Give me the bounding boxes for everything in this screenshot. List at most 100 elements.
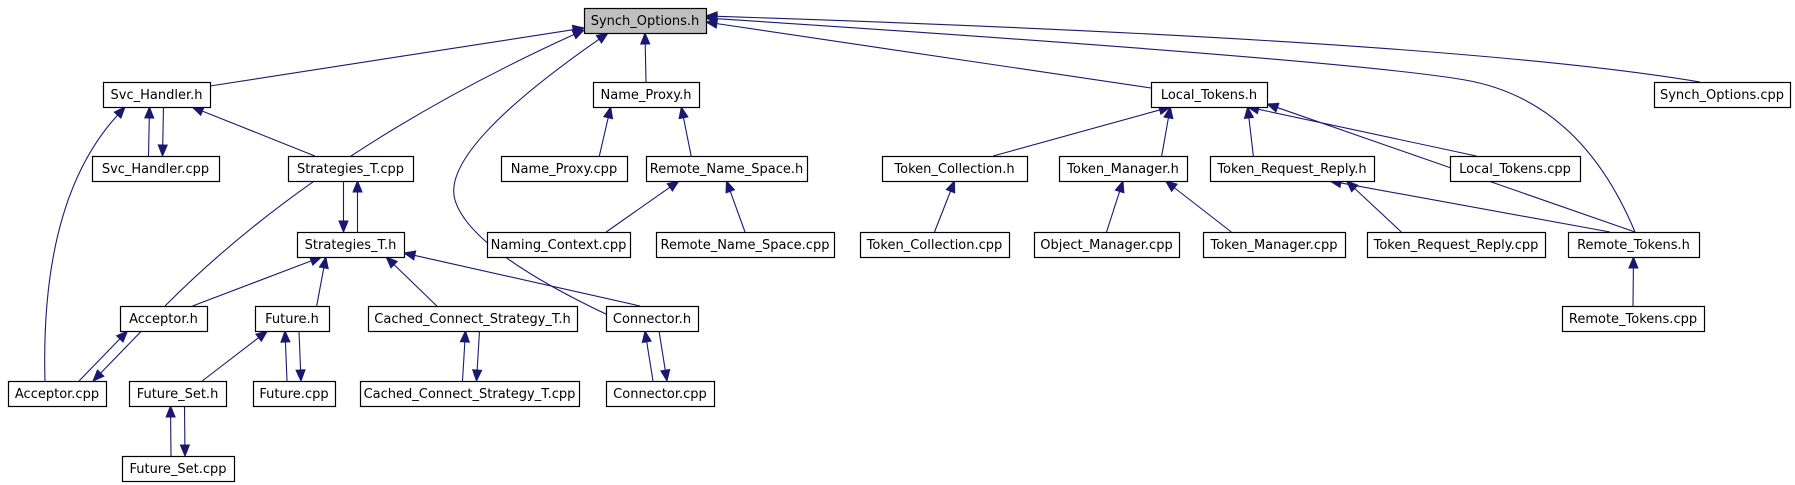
node-label: Svc_Handler.cpp: [102, 162, 209, 177]
node-name-proxy-h[interactable]: Name_Proxy.h: [592, 81, 701, 109]
edge-line: [716, 15, 1701, 83]
edge-line: [644, 43, 647, 83]
node-label: Name_Proxy.cpp: [511, 162, 617, 177]
node-acceptor-cpp[interactable]: Acceptor.cpp: [7, 380, 108, 408]
node-local-tokens-h[interactable]: Local_Tokens.h: [1150, 81, 1269, 109]
edge-line: [453, 38, 611, 317]
edge-line: [1277, 107, 1636, 233]
node-synch-options-h[interactable]: Synch_Options.h: [583, 7, 708, 35]
node-label: Cached_Connect_Strategy_T.cpp: [364, 387, 576, 402]
edge-line: [284, 341, 288, 382]
node-box: [583, 7, 708, 35]
edge-acceptor-h-to-strategies-t-h: [192, 256, 323, 307]
node-label: Remote_Name_Space.cpp: [661, 238, 830, 253]
edge-line: [646, 341, 654, 382]
node-label: Token_Request_Reply.h: [1216, 162, 1366, 177]
node-svc-handler-cpp[interactable]: Svc_Handler.cpp: [91, 155, 221, 183]
node-future-set-cpp[interactable]: Future_Set.cpp: [121, 455, 236, 483]
node-strategies-t-h[interactable]: Strategies_T.h: [296, 231, 406, 259]
edge-future-cpp-to-future-h: [280, 329, 291, 382]
edge-line: [682, 117, 692, 157]
edge-future-h-to-future-cpp: [295, 330, 306, 383]
edge-local-tokens-h-to-synch-options-h: [704, 18, 1152, 89]
edge-arrowhead: [1164, 180, 1178, 193]
edge-name-proxy-cpp-to-name-proxy-h: [598, 105, 614, 157]
edge-naming-context-cpp-to-remote-name-space-h: [605, 180, 680, 233]
node-box: [1033, 231, 1181, 259]
node-token-manager-h[interactable]: Token_Manager.h: [1058, 155, 1189, 183]
edge-line: [461, 341, 466, 382]
node-naming-context-cpp[interactable]: Naming_Context.cpp: [486, 231, 632, 259]
node-cached-connect-strategy-t-cpp[interactable]: Cached_Connect_Strategy_T.cpp: [359, 380, 581, 408]
node-label: Future_Set.cpp: [129, 462, 226, 477]
edge-arrowhead: [602, 105, 614, 120]
node-synch-options-cpp[interactable]: Synch_Options.cpp: [1653, 81, 1792, 109]
edge-line: [162, 106, 165, 146]
node-remote-name-space-cpp[interactable]: Remote_Name_Space.cpp: [655, 231, 836, 259]
edge-line: [414, 254, 641, 307]
node-box: [605, 305, 700, 333]
edge-connector-h-to-connector-cpp: [658, 330, 671, 383]
node-token-collection-h[interactable]: Token_Collection.h: [881, 155, 1029, 183]
node-label: Local_Tokens.cpp: [1459, 162, 1571, 177]
node-name-proxy-cpp[interactable]: Name_Proxy.cpp: [500, 155, 629, 183]
node-acceptor-h[interactable]: Acceptor.h: [119, 305, 209, 333]
node-token-collection-cpp[interactable]: Token_Collection.cpp: [859, 231, 1011, 259]
node-remote-tokens-cpp[interactable]: Remote_Tokens.cpp: [1561, 305, 1706, 333]
node-token-request-reply-cpp[interactable]: Token_Request_Reply.cpp: [1366, 231, 1547, 259]
edge-strategies-t-h-to-strategies-t-cpp: [352, 179, 363, 232]
edge-line: [1105, 191, 1121, 233]
node-connector-cpp[interactable]: Connector.cpp: [605, 380, 716, 408]
edge-strategies-t-cpp-to-svc-handler-h: [190, 106, 316, 157]
node-box: [500, 155, 629, 183]
node-box: [859, 231, 1011, 259]
node-future-set-h[interactable]: Future_Set.h: [128, 380, 228, 408]
node-box: [359, 380, 581, 408]
edge-line: [201, 337, 259, 382]
edge-token-collection-cpp-to-token-collection-h: [933, 179, 956, 233]
node-remote-name-space-h[interactable]: Remote_Name_Space.h: [645, 155, 809, 183]
node-connector-h[interactable]: Connector.h: [605, 305, 700, 333]
node-label: Token_Collection.cpp: [866, 238, 1003, 253]
edge-acceptor-cpp-to-svc-handler-h: [44, 106, 126, 382]
edge-line: [147, 117, 150, 157]
node-svc-handler-h[interactable]: Svc_Handler.h: [102, 81, 212, 109]
node-cached-connect-strategy-t-h[interactable]: Cached_Connect_Strategy_T.h: [367, 305, 579, 333]
node-box: [1449, 155, 1582, 183]
edge-acceptor-cpp-to-acceptor-h: [78, 330, 129, 382]
node-object-manager-cpp[interactable]: Object_Manager.cpp: [1033, 231, 1181, 259]
node-future-cpp[interactable]: Future.cpp: [252, 380, 337, 408]
edge-arrowhead: [115, 330, 129, 343]
edge-future-set-cpp-to-future-set-h: [165, 404, 176, 457]
edge-arrowhead: [641, 329, 652, 344]
node-token-manager-cpp[interactable]: Token_Manager.cpp: [1202, 231, 1347, 259]
node-box: [605, 380, 716, 408]
edge-line: [605, 186, 671, 233]
edge-arrowhead: [571, 29, 586, 40]
edge-connector-h-to-strategies-t-h: [402, 250, 641, 307]
edge-line: [298, 330, 302, 371]
node-local-tokens-cpp[interactable]: Local_Tokens.cpp: [1449, 155, 1582, 183]
node-remote-tokens-h[interactable]: Remote_Tokens.h: [1567, 231, 1701, 259]
node-label: Connector.h: [613, 312, 691, 327]
node-label: Acceptor.h: [129, 312, 198, 327]
edge-remote-tokens-h-to-synch-options-h: [704, 13, 1636, 233]
node-label: Strategies_T.h: [305, 238, 397, 253]
edge-cached-connect-strategy-t-h-to-cached-connect-strategy-t-cpp: [471, 330, 483, 383]
node-token-request-reply-h[interactable]: Token_Request_Reply.h: [1209, 155, 1376, 183]
node-label: Future.h: [265, 312, 319, 327]
node-label: Token_Request_Reply.cpp: [1373, 238, 1539, 253]
node-label: Synch_Options.h: [591, 14, 700, 29]
edge-arrowhead: [595, 32, 610, 44]
node-box: [1653, 81, 1792, 109]
edge-remote-tokens-h-to-local-tokens-h: [1265, 102, 1636, 233]
edge-arrowhead: [280, 329, 291, 343]
node-box: [254, 305, 331, 333]
node-box: [1150, 81, 1269, 109]
node-future-h[interactable]: Future.h: [254, 305, 331, 333]
edge-local-tokens-cpp-to-local-tokens-h: [1246, 104, 1477, 157]
edge-line: [192, 260, 312, 307]
node-strategies-t-cpp[interactable]: Strategies_T.cpp: [287, 155, 415, 183]
edge-line: [202, 110, 316, 157]
